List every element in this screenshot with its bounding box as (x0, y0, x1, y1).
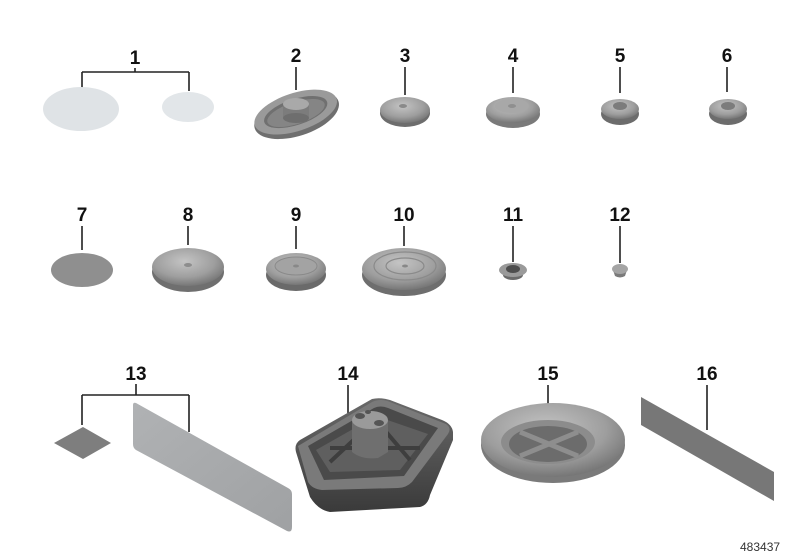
part-6[interactable]: 6 (709, 46, 747, 125)
part-9[interactable]: 9 (266, 205, 326, 291)
part-14[interactable]: 14 (295, 364, 454, 512)
part-label-9: 9 (291, 205, 302, 226)
part-2[interactable]: 2 (248, 46, 345, 148)
part-label-12: 12 (609, 205, 630, 226)
part-3[interactable]: 3 (380, 46, 430, 127)
part-4[interactable]: 4 (486, 46, 540, 128)
seal-pad-small (162, 92, 214, 122)
part-10[interactable]: 10 (362, 205, 446, 296)
part-8[interactable]: 8 (152, 205, 224, 292)
leader-line (81, 384, 190, 432)
seal-pad-large (43, 87, 119, 131)
part-label-13: 13 (125, 364, 146, 385)
part-label-16: 16 (696, 364, 717, 385)
seal-pad-square (54, 427, 111, 459)
seal-strip (641, 397, 774, 501)
part-label-8: 8 (183, 205, 194, 226)
part-1[interactable]: 1 (43, 48, 214, 131)
part-12[interactable]: 12 (609, 205, 631, 278)
part-label-6: 6 (722, 46, 733, 67)
part-label-7: 7 (77, 205, 88, 226)
part-13[interactable]: 13 (54, 364, 292, 532)
part-label-4: 4 (508, 46, 519, 67)
part-label-11: 11 (503, 205, 524, 226)
part-label-15: 15 (537, 364, 559, 385)
part-16[interactable]: 16 (641, 364, 774, 501)
seal-strip (133, 402, 292, 532)
part-7[interactable]: 7 (51, 205, 113, 287)
part-11[interactable]: 11 (499, 205, 527, 280)
leader-line (81, 68, 190, 91)
part-label-14: 14 (337, 364, 359, 385)
reference-number: 483437 (740, 540, 780, 554)
part-5[interactable]: 5 (601, 46, 639, 125)
part-label-2: 2 (291, 46, 302, 67)
part-label-5: 5 (615, 46, 626, 67)
part-label-3: 3 (400, 46, 411, 67)
part-label-1: 1 (130, 48, 141, 69)
part-label-10: 10 (393, 205, 414, 226)
part-15[interactable]: 15 (481, 364, 625, 483)
